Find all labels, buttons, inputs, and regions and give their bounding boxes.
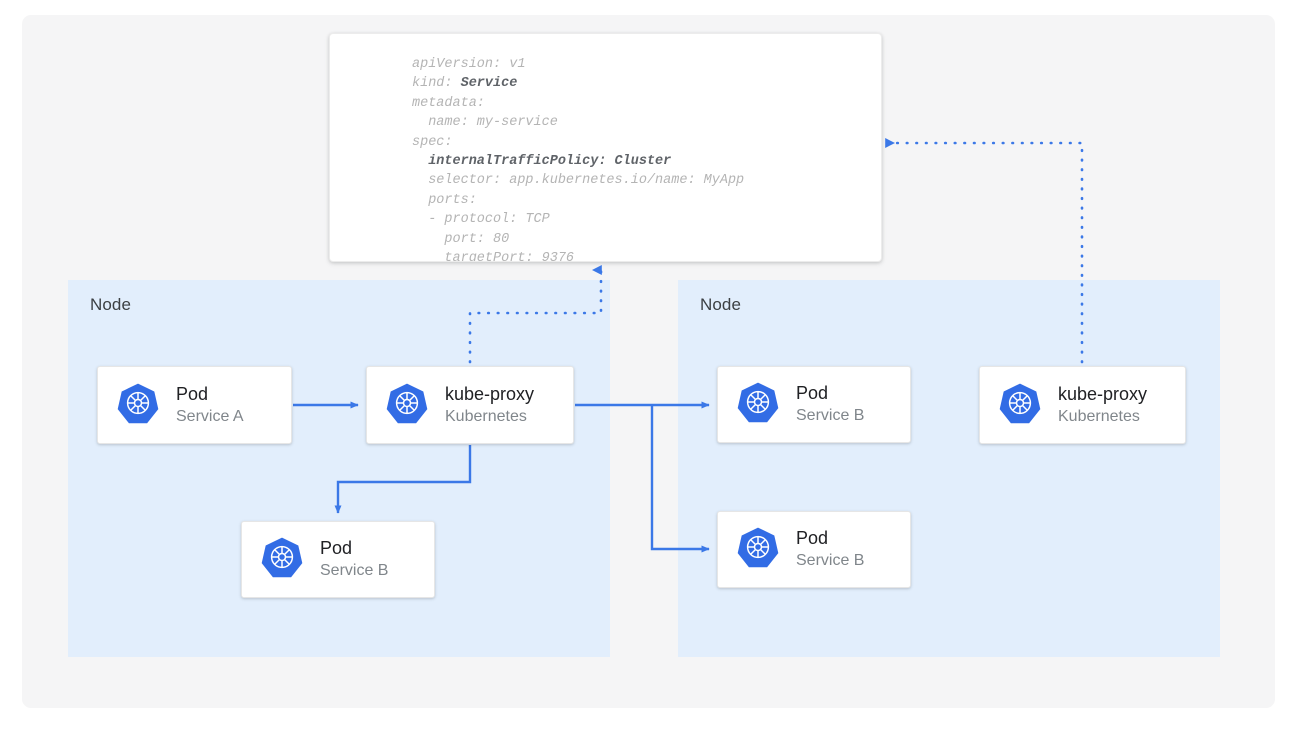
card-kube-proxy-left[interactable]: kube-proxy Kubernetes bbox=[366, 366, 574, 444]
card-text: kube-proxy Kubernetes bbox=[1058, 383, 1185, 428]
card-subtitle: Kubernetes bbox=[445, 407, 527, 425]
card-subtitle: Kubernetes bbox=[1058, 407, 1140, 425]
node-panel-left: Node bbox=[68, 280, 610, 657]
node-label-right: Node bbox=[700, 295, 742, 314]
kubernetes-icon bbox=[116, 381, 160, 430]
card-subtitle: Service B bbox=[796, 407, 865, 424]
card-title: Pod bbox=[176, 383, 209, 404]
kubernetes-icon bbox=[736, 380, 780, 429]
node-label-left: Node bbox=[90, 295, 132, 314]
node-panel-right: Node bbox=[678, 280, 1220, 657]
card-subtitle: Service B bbox=[320, 562, 389, 579]
kubernetes-icon bbox=[385, 381, 429, 430]
card-title: kube-proxy bbox=[445, 383, 535, 404]
kubernetes-icon bbox=[260, 535, 304, 584]
card-kube-proxy-right[interactable]: kube-proxy Kubernetes bbox=[979, 366, 1186, 444]
card-subtitle: Service A bbox=[176, 407, 244, 425]
card-pod-service-b-remote-2[interactable]: Pod Service B bbox=[717, 511, 911, 588]
card-subtitle: Service B bbox=[796, 552, 865, 569]
card-text: Pod Service B bbox=[320, 537, 434, 582]
service-spec-yaml: apiVersion: v1 kind: Service metadata: n… bbox=[412, 57, 745, 262]
card-title: kube-proxy bbox=[1058, 383, 1148, 404]
kubernetes-icon bbox=[736, 525, 780, 574]
card-pod-service-b-local[interactable]: Pod Service B bbox=[241, 521, 435, 598]
card-pod-service-a[interactable]: Pod Service A bbox=[97, 366, 292, 444]
card-text: Pod Service B bbox=[796, 382, 910, 427]
service-spec-card: apiVersion: v1 kind: Service metadata: n… bbox=[329, 33, 882, 262]
card-title: Pod bbox=[796, 383, 829, 403]
kubernetes-icon bbox=[998, 381, 1042, 430]
card-text: Pod Service B bbox=[796, 527, 910, 572]
card-pod-service-b-remote-1[interactable]: Pod Service B bbox=[717, 366, 911, 443]
card-title: Pod bbox=[796, 528, 829, 548]
card-text: kube-proxy Kubernetes bbox=[445, 383, 573, 428]
card-title: Pod bbox=[320, 538, 353, 558]
card-text: Pod Service A bbox=[176, 383, 291, 428]
